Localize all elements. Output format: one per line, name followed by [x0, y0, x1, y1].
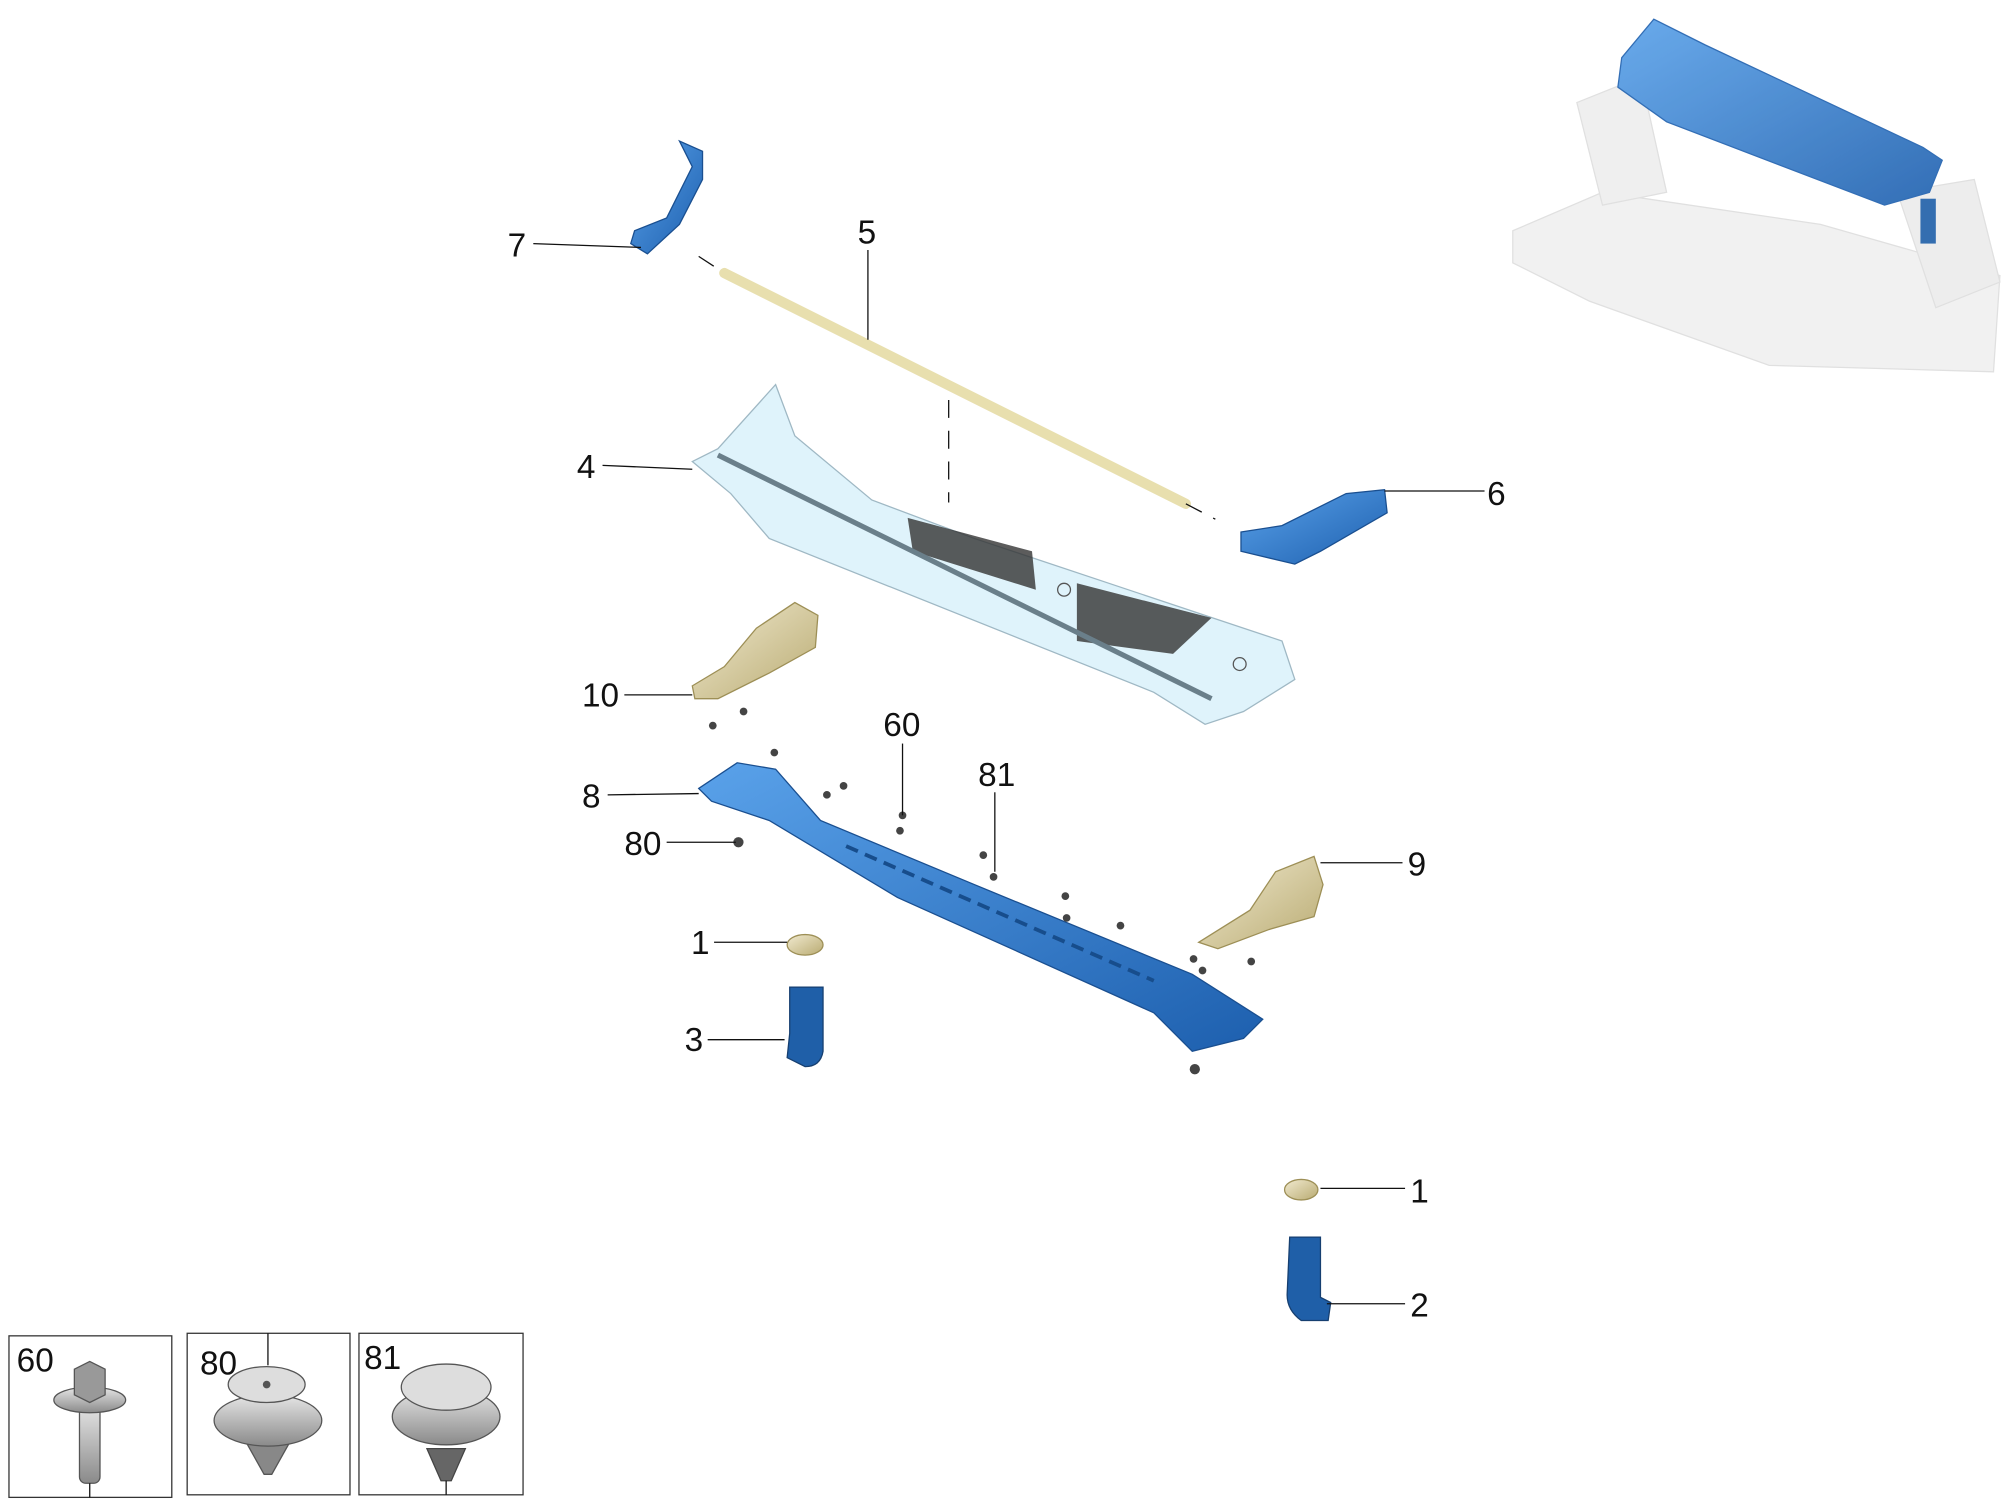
callout-2: 2 [1410, 1288, 1429, 1325]
detail-label-60: 60 [17, 1343, 54, 1380]
callout-80: 80 [624, 826, 661, 863]
part-10-cover[interactable] [691, 601, 819, 700]
part-9-cover[interactable] [1197, 855, 1324, 950]
leader-lines [533, 242, 1485, 1305]
callout-1-b: 1 [1410, 1174, 1429, 1211]
part-5-seal-strip[interactable] [719, 267, 1191, 509]
clip-81-leg [425, 1448, 467, 1482]
part-1-grommet[interactable] [786, 933, 824, 956]
bolt-hex-head [73, 1360, 106, 1404]
detail-label-81: 81 [364, 1340, 401, 1377]
vehicle-overview-thumbnail [1512, 18, 2001, 373]
detail-box-81[interactable]: 81 [358, 1332, 524, 1496]
callout-81: 81 [978, 757, 1015, 794]
callout-5: 5 [858, 215, 877, 252]
part-6-bracket[interactable] [1240, 489, 1388, 565]
part-5-dashline-left [698, 255, 725, 274]
part-2-drain-hose[interactable] [1286, 1236, 1332, 1322]
callout-4: 4 [577, 449, 596, 486]
clip-81-cap [400, 1363, 492, 1411]
part-8-cross-member[interactable] [697, 762, 1264, 1052]
callout-9: 9 [1408, 847, 1427, 884]
callout-7: 7 [508, 227, 527, 264]
callout-60: 60 [883, 707, 920, 744]
part-1-grommet-b[interactable] [1283, 1178, 1319, 1201]
bolt-shank [78, 1403, 101, 1484]
detail-box-80[interactable]: 80 [186, 1332, 351, 1496]
part-7-bracket[interactable] [629, 139, 704, 255]
callout-1: 1 [691, 925, 710, 962]
callout-6: 6 [1487, 476, 1506, 513]
callout-3: 3 [685, 1022, 704, 1059]
part-5-dashline-right [1185, 503, 1216, 520]
callout-8: 8 [582, 779, 601, 816]
part-4-cowl-panel[interactable] [691, 383, 1296, 726]
callout-10: 10 [582, 677, 619, 714]
detail-label-80: 80 [200, 1345, 237, 1382]
fasteners [708, 707, 1256, 1075]
detail-box-60[interactable]: 60 [8, 1335, 173, 1499]
part-3-drain-hose[interactable] [786, 986, 824, 1068]
